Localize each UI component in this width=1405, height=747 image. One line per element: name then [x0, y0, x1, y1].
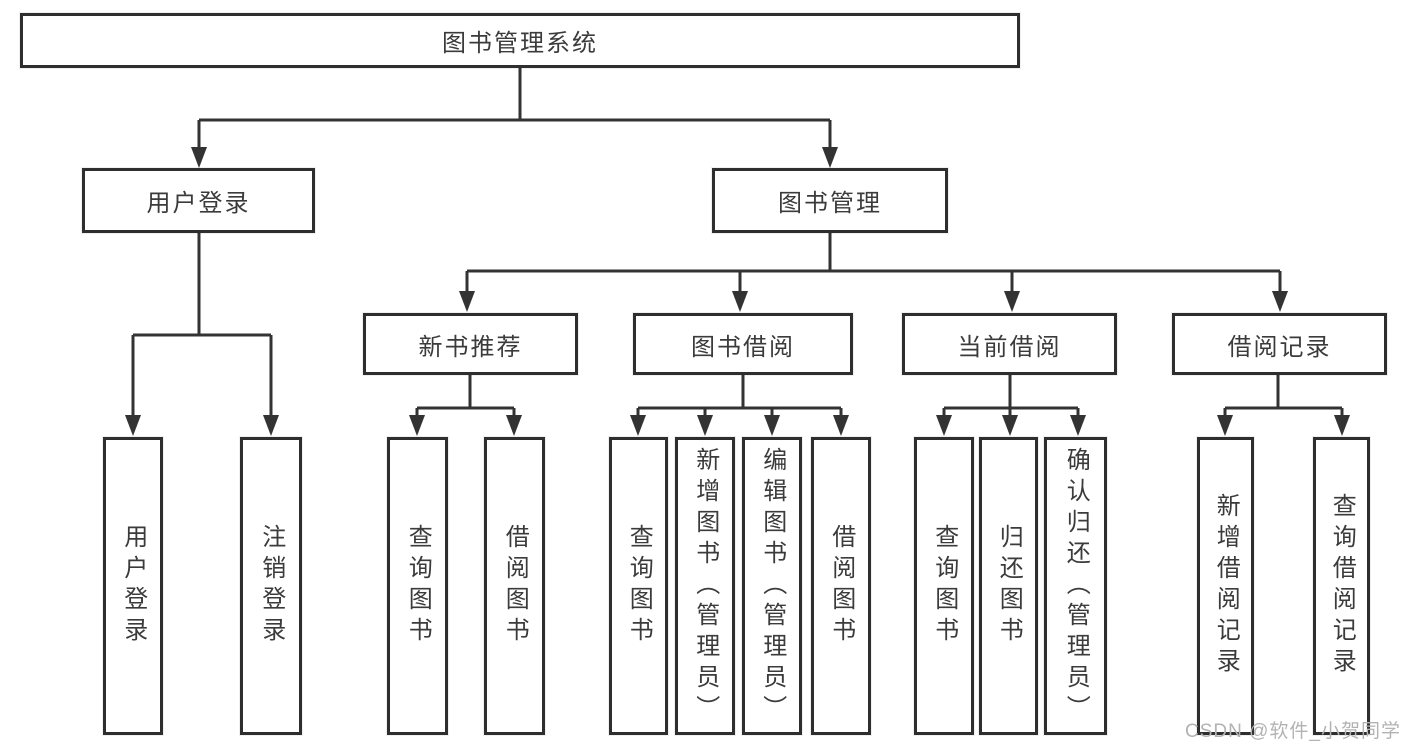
leaf-label: 编辑图书（管理员） — [758, 446, 786, 726]
node-library-management-system: 图书管理系统 — [20, 13, 1020, 68]
node-user-login: 用户登录 — [82, 168, 315, 233]
leaf-label: 确认归还（管理员） — [1062, 446, 1090, 726]
leaf-borrow-books-under-newbook: 借阅图书 — [484, 437, 545, 735]
leaf-return-books: 归还图书 — [979, 437, 1038, 735]
node-borrow-records: 借阅记录 — [1172, 313, 1387, 375]
leaf-label: 借阅图书 — [501, 524, 529, 648]
csdn-watermark: CSDN @软件_小贺同学 — [1185, 721, 1401, 742]
leaf-user-login: 用户登录 — [103, 437, 163, 735]
leaf-query-borrow-record: 查询借阅记录 — [1313, 437, 1370, 735]
leaf-query-books-under-current: 查询图书 — [914, 437, 974, 735]
leaf-query-books-under-borrowing: 查询图书 — [609, 437, 668, 735]
leaf-confirm-return-admin: 确认归还（管理员） — [1044, 437, 1107, 735]
leaf-label: 新增图书（管理员） — [691, 446, 719, 726]
leaf-label: 新增借阅记录 — [1212, 493, 1240, 679]
leaf-logout: 注销登录 — [240, 437, 302, 735]
leaf-query-books-under-newbook: 查询图书 — [387, 437, 448, 735]
leaf-label: 用户登录 — [119, 524, 147, 648]
leaf-label: 查询图书 — [625, 524, 653, 648]
leaf-label: 查询图书 — [930, 524, 958, 648]
leaf-borrow-books: 借阅图书 — [811, 437, 871, 735]
leaf-edit-books-admin: 编辑图书（管理员） — [742, 437, 802, 735]
leaf-label: 归还图书 — [995, 524, 1023, 648]
leaf-label: 注销登录 — [257, 524, 285, 648]
leaf-label: 借阅图书 — [827, 524, 855, 648]
leaf-label: 查询图书 — [404, 524, 432, 648]
node-current-borrowing: 当前借阅 — [902, 313, 1117, 375]
node-book-borrowing: 图书借阅 — [633, 313, 853, 375]
leaf-label: 查询借阅记录 — [1328, 493, 1356, 679]
leaf-add-books-admin: 新增图书（管理员） — [675, 437, 735, 735]
node-new-book-recommend: 新书推荐 — [363, 313, 578, 375]
leaf-add-borrow-record: 新增借阅记录 — [1197, 437, 1254, 735]
node-book-management: 图书管理 — [712, 168, 948, 233]
